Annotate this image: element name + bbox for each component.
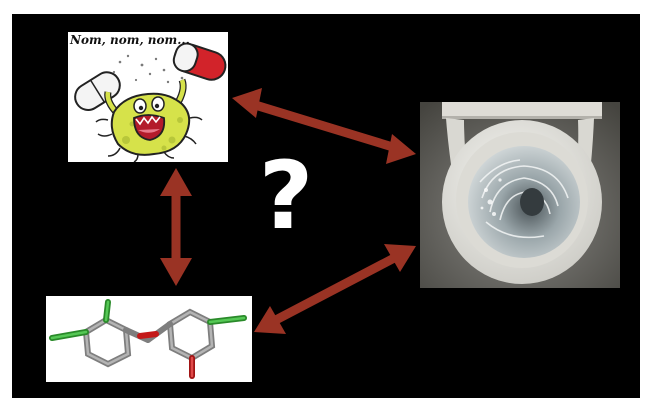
triclosan-molecule-icon xyxy=(49,299,247,379)
double-arrow-cartoon-toilet xyxy=(232,88,416,164)
cartoon-caption: Nom, nom, nom... xyxy=(70,33,190,47)
double-arrow-cartoon-molecule xyxy=(160,168,192,286)
molecule-panel xyxy=(46,296,252,382)
microbe-cartoon-panel: Nom, nom, nom... xyxy=(68,32,228,162)
microbe-eating-pills-icon xyxy=(74,42,227,162)
toilet-bowl-icon xyxy=(420,102,620,288)
double-arrow-molecule-toilet xyxy=(254,244,416,334)
toilet-photo-panel xyxy=(420,102,620,288)
question-mark: ? xyxy=(258,142,314,251)
